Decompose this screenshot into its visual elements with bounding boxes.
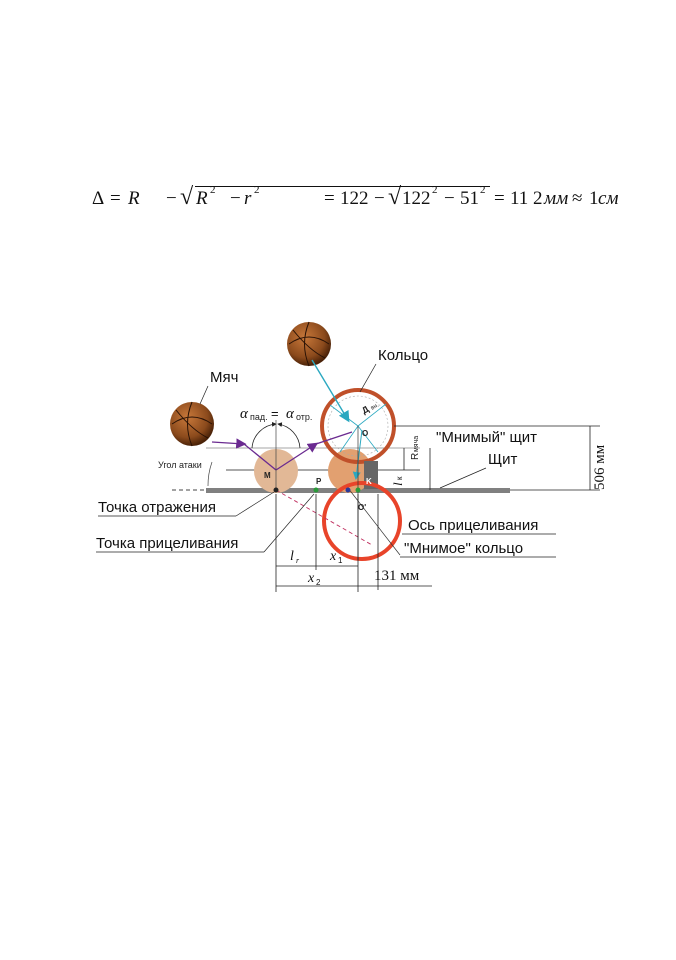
dimension-right	[394, 425, 600, 491]
aim-dashed-line	[275, 489, 373, 546]
label-x2-sub: 2	[316, 578, 321, 587]
ball-left	[170, 402, 214, 446]
label-lr-sub: r	[296, 556, 300, 565]
label-x1: x	[329, 549, 337, 564]
formula-minus4: −	[444, 188, 455, 209]
point-K	[355, 487, 361, 493]
formula-eq2: =	[324, 188, 335, 209]
imaginary-ring	[322, 481, 402, 561]
formula-R: R	[128, 188, 140, 209]
leader-aim	[263, 493, 315, 553]
label-M: M	[264, 471, 271, 480]
formula-minus2: −	[230, 188, 241, 209]
ring-inner-net	[327, 395, 389, 457]
label-dim-506: 506 мм	[592, 444, 608, 490]
formula-value1: 122	[340, 188, 369, 209]
sqrt-overline-2	[402, 186, 490, 187]
label-R-ball-sub: мяча	[413, 436, 420, 452]
label-dim-131: 131 мм	[374, 568, 420, 584]
label-x1-sub: 1	[338, 556, 343, 565]
label-O-prime: O'	[358, 503, 366, 512]
leader-ball	[199, 385, 209, 405]
angle-out-arc	[277, 422, 301, 449]
formula-unit1: мм	[544, 188, 569, 209]
angle-in-arc	[251, 421, 277, 449]
label-eq: =	[271, 406, 279, 421]
label-O: O	[362, 429, 368, 438]
sqrt-symbol: √	[180, 184, 194, 210]
trajectory-out-2	[315, 431, 353, 445]
cyan-trajectory	[311, 359, 350, 423]
point-M	[273, 487, 279, 493]
sqrt-symbol-2: √	[388, 184, 402, 210]
label-lk: l	[390, 482, 405, 486]
formula-pow1: 2	[210, 184, 216, 196]
formula-pow3: 2	[432, 184, 438, 196]
label-imaginary-board: "Мнимый" щит	[436, 429, 537, 446]
label-imaginary-ring: "Мнимое" кольцо	[404, 540, 523, 557]
label-aim-point: Точка прицеливания	[96, 535, 238, 552]
label-lk-sub: к	[395, 476, 404, 480]
formula-result: 11 2	[510, 188, 543, 209]
leader-ring	[359, 363, 377, 393]
formula: Δ = R − √ R 2 − r 2 = 122 − √ 122 2 − 51…	[92, 182, 622, 222]
formula-result2: 1	[589, 188, 599, 209]
formula-approx: ≈	[572, 188, 583, 209]
label-board: Щит	[488, 451, 517, 468]
cyan-down	[352, 429, 363, 480]
label-alpha-in-sub: пад.	[250, 412, 268, 422]
formula-pow4: 2	[480, 184, 486, 196]
formula-r: r	[244, 188, 252, 209]
trajectory-in-2	[243, 443, 277, 471]
formula-unit2: см	[598, 188, 619, 209]
label-attack-angle: Угол атаки	[158, 460, 202, 470]
formula-minus3: −	[374, 188, 385, 209]
point-aim	[345, 487, 351, 493]
formula-eq1: =	[110, 188, 121, 209]
label-P: P	[316, 477, 322, 486]
formula-value3: 51	[460, 188, 479, 209]
trajectory-out	[275, 442, 319, 471]
delta-symbol: Δ	[92, 188, 105, 209]
ball-top-seams	[288, 321, 330, 367]
leader-reflection	[235, 491, 275, 517]
formula-pow2: 2	[254, 184, 260, 196]
attack-angle-arc	[207, 461, 213, 487]
label-ball: Мяч	[210, 369, 238, 386]
formula-value2: 122	[402, 188, 431, 209]
ball-top	[287, 322, 331, 366]
label-reflection-point: Точка отражения	[98, 499, 216, 516]
formula-minus1: −	[166, 188, 177, 209]
label-x2: x	[307, 571, 315, 586]
label-ring: Кольцо	[378, 347, 428, 364]
label-alpha-out-sub: отр.	[296, 412, 312, 422]
label-aim-axis: Ось прицеливания	[408, 517, 538, 534]
aim-axis-leader	[347, 487, 401, 556]
formula-R2: R	[196, 188, 208, 209]
label-alpha-in: α	[240, 406, 249, 422]
ball-left-seams	[171, 401, 213, 447]
label-alpha-out: α	[286, 406, 295, 422]
label-R-ball: R	[410, 453, 421, 460]
label-Dvn: Д	[360, 404, 371, 416]
formula-eq3: =	[494, 188, 505, 209]
leader-board	[439, 467, 487, 489]
label-K: K	[366, 477, 372, 486]
label-lr: l	[290, 549, 294, 564]
point-P	[313, 487, 319, 493]
dimension-lines	[275, 494, 432, 592]
sqrt-overline	[195, 186, 413, 187]
trajectory-in	[211, 438, 247, 449]
label-Dvn-sub: вн.	[370, 402, 380, 411]
